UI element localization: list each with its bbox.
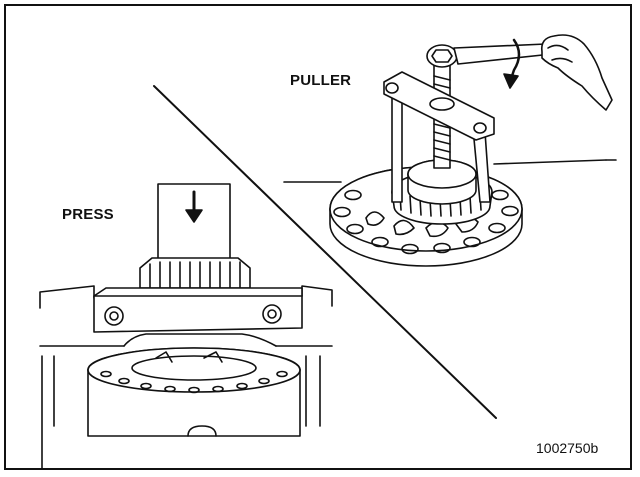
arrow-down-head (185, 209, 203, 223)
table-edge (493, 159, 607, 165)
puller-yoke (383, 71, 495, 141)
hand-icon (540, 34, 613, 111)
figure-id: 1002750b (536, 440, 599, 456)
bearing-cone (391, 159, 493, 225)
illustration (39, 34, 617, 469)
press-frame (39, 285, 95, 309)
diagram-frame: PULLER PRESS 1002750b (4, 4, 632, 470)
tapered-bearing (139, 257, 251, 289)
rotation-arrow-head (503, 73, 519, 89)
puller-label: PULLER (290, 72, 352, 89)
press-label: PRESS (62, 206, 114, 223)
divider-line (153, 85, 497, 419)
press-frame (301, 285, 333, 307)
press-scene (39, 183, 333, 469)
rotation-arrow-icon (508, 38, 521, 84)
press-clamp-bar (93, 287, 303, 333)
wrench-icon (426, 43, 553, 68)
puller-scene (283, 34, 617, 267)
press-hub (87, 333, 301, 437)
